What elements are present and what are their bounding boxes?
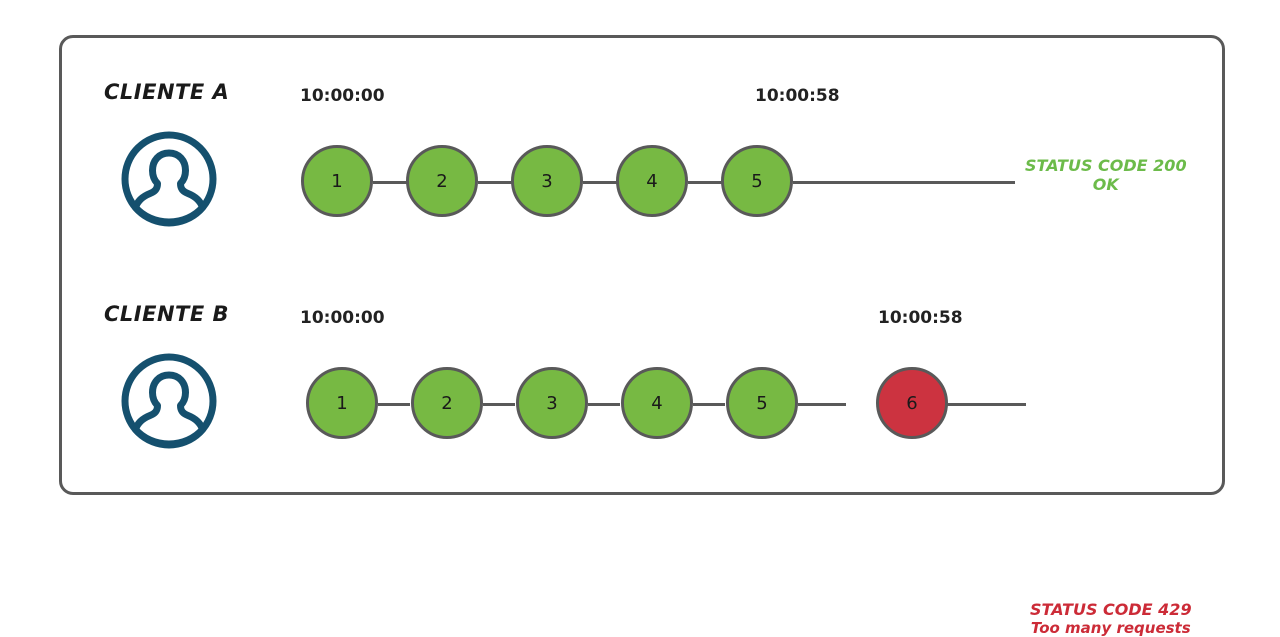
status-message-a: OK	[1092, 175, 1119, 195]
chain-link	[688, 181, 723, 184]
timestamp-start-a: 10:00:00	[300, 86, 385, 106]
chain-link	[798, 403, 846, 406]
chain-link-to-status	[793, 181, 1015, 184]
status-label-a: STATUS CODE 200 OK	[1025, 156, 1187, 194]
client-label-b: CLIENTE B	[104, 302, 230, 326]
chain-link	[478, 181, 513, 184]
timestamp-end-b: 10:00:58	[878, 308, 963, 328]
request-node-rate-limited[interactable]: 6	[876, 367, 948, 439]
status-code-a: STATUS CODE 200	[1025, 156, 1187, 175]
request-node[interactable]: 5	[721, 145, 793, 217]
request-node[interactable]: 1	[306, 367, 378, 439]
request-node[interactable]: 4	[616, 145, 688, 217]
request-node[interactable]: 2	[411, 367, 483, 439]
user-avatar-icon	[119, 129, 219, 229]
request-node[interactable]: 2	[406, 145, 478, 217]
chain-link	[588, 403, 620, 406]
chain-link	[583, 181, 618, 184]
request-node[interactable]: 4	[621, 367, 693, 439]
chain-link-to-status	[934, 403, 1026, 406]
request-node[interactable]: 5	[726, 367, 798, 439]
chain-link	[693, 403, 725, 406]
status-message-b: Too many requests	[1030, 619, 1191, 637]
status-label-b: STATUS CODE 429 Too many requests	[1030, 600, 1192, 637]
request-node[interactable]: 1	[301, 145, 373, 217]
diagram-canvas: CLIENTE A 10:00:00 10:00:58 1 2 3 4 5 ST…	[59, 35, 1225, 637]
status-code-b: STATUS CODE 429	[1030, 600, 1192, 619]
request-node[interactable]: 3	[511, 145, 583, 217]
timestamp-start-b: 10:00:00	[300, 308, 385, 328]
chain-link	[483, 403, 515, 406]
user-avatar-icon	[119, 351, 219, 451]
client-label-a: CLIENTE A	[104, 80, 230, 104]
chain-link	[373, 181, 408, 184]
chain-link	[378, 403, 410, 406]
timestamp-end-a: 10:00:58	[755, 86, 840, 106]
request-node[interactable]: 3	[516, 367, 588, 439]
